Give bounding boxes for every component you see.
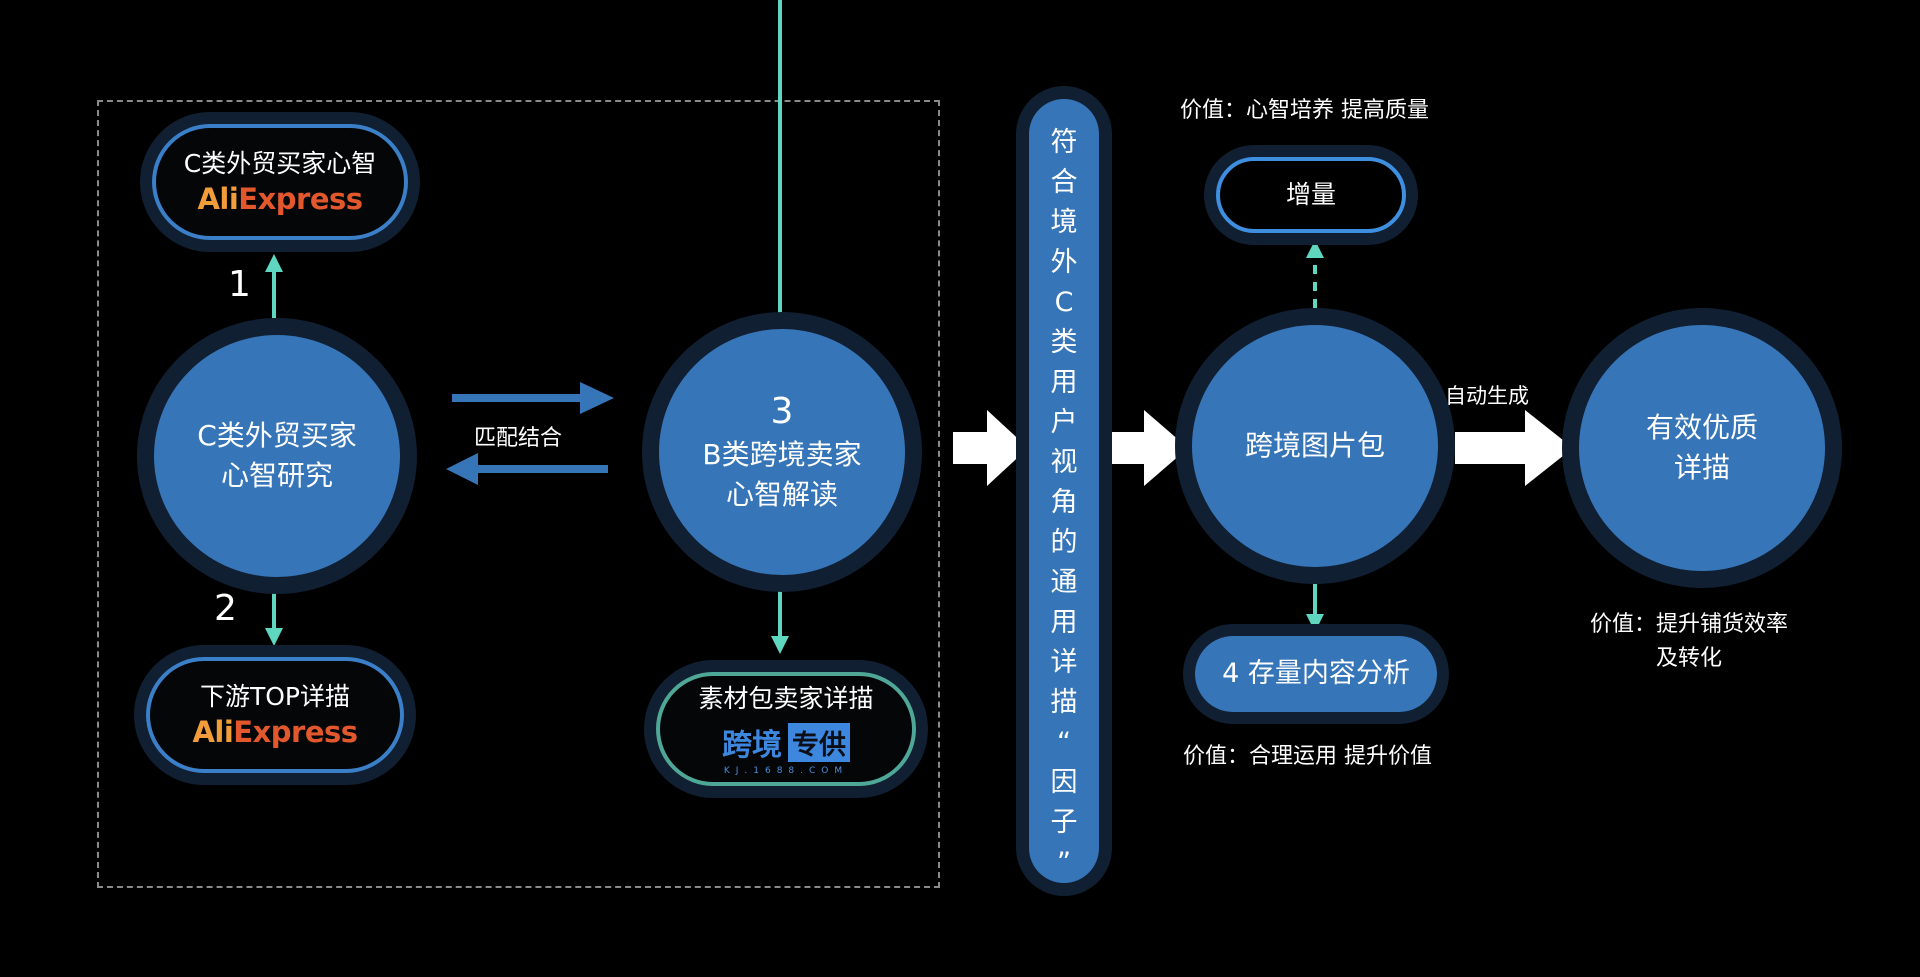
factor-char: 合: [1050, 167, 1078, 198]
left-group-frame: [97, 100, 940, 888]
factor-char: 角: [1050, 487, 1078, 518]
increment-pill: 增量: [1204, 145, 1418, 245]
pill-title: C类外贸买家心智: [183, 149, 377, 178]
factor-char: 因: [1050, 767, 1078, 798]
logo-text: 跨境: [722, 728, 782, 763]
cross-border-image-pack-node: 跨境图片包: [1175, 308, 1455, 584]
quality-detail-node: 有效优质 详描: [1562, 308, 1842, 588]
auto-generate-label: 自动生成: [1445, 384, 1529, 408]
node-line: B类跨境卖家: [702, 438, 862, 471]
big-arrow-to-result: [1455, 410, 1573, 486]
node-line: 详描: [1673, 451, 1730, 484]
node-line: 心智研究: [220, 459, 333, 492]
pill-title: 下游TOP详描: [199, 682, 351, 711]
value-result-line: 价值：提升铺货效率: [1590, 612, 1789, 637]
arrow-match-right: [452, 382, 614, 414]
buyer-mind-research-node: C类外贸买家 心智研究: [137, 318, 417, 594]
factor-char: 描: [1050, 687, 1078, 718]
factor-char: ”: [1057, 847, 1071, 878]
factor-char: 详: [1050, 647, 1078, 678]
node-line: 有效优质: [1645, 411, 1758, 444]
factor-char: 的: [1050, 527, 1078, 558]
factor-char: 用: [1050, 367, 1078, 398]
factor-char: C: [1054, 287, 1074, 318]
factor-char: 境: [1050, 207, 1078, 238]
value-bottom-label: 价值：合理运用 提升价值: [1183, 744, 1432, 769]
node-line: C类外贸买家: [197, 419, 357, 452]
big-arrow-to-factor: [953, 410, 1028, 486]
value-top-label: 价值：心智培养 提高质量: [1180, 98, 1429, 123]
step-2-label: 2: [214, 588, 237, 629]
step-3-label: 3: [770, 391, 794, 432]
factor-char: 通: [1050, 567, 1078, 598]
buyer-mind-aliexpress-pill: C类外贸买家心智 AliExpress: [140, 112, 420, 252]
aliexpress-logo: AliExpress: [197, 182, 363, 216]
pill-title: 素材包卖家详描: [698, 684, 874, 713]
value-result-label: 价值：提升铺货效率 及转化: [1590, 608, 1788, 676]
seller-mind-node: 3 B类跨境卖家 心智解读: [642, 312, 922, 592]
pill-title: 增量: [1285, 180, 1336, 209]
big-arrow-to-package: [1110, 410, 1188, 486]
factor-char: “: [1057, 727, 1071, 758]
factor-char: 视: [1050, 447, 1078, 478]
stock-analysis-pill: 4 存量内容分析: [1183, 624, 1449, 724]
top-detail-aliexpress-pill: 下游TOP详描 AliExpress: [134, 645, 416, 785]
node-line: 跨境图片包: [1244, 429, 1385, 462]
factor-char: 用: [1050, 607, 1078, 638]
node-line: 心智解读: [725, 478, 838, 511]
factor-char: 子: [1050, 807, 1078, 838]
kj1688-logo: 跨境专供 KJ.1688.COM: [722, 720, 850, 776]
pill-title: 4 存量内容分析: [1222, 658, 1410, 689]
logo-url: KJ.1688.COM: [723, 766, 849, 776]
arrow-match-left: [446, 453, 608, 485]
arrow-up-to-aliexpress: [265, 254, 283, 318]
value-result-line: 及转化: [1656, 646, 1723, 671]
factor-char: 外: [1050, 247, 1078, 278]
factor-char: 符: [1050, 127, 1078, 158]
arrow-dashed-up-to-increment: [1306, 240, 1324, 308]
material-pack-pill: 素材包卖家详描 跨境专供 KJ.1688.COM: [644, 660, 928, 798]
factor-char: 户: [1050, 407, 1078, 438]
step-1-label: 1: [228, 264, 251, 305]
factor-char: 类: [1050, 327, 1078, 358]
match-combine-label: 匹配结合: [474, 426, 563, 451]
aliexpress-logo: AliExpress: [192, 715, 358, 749]
logo-box: 专供: [788, 722, 850, 762]
